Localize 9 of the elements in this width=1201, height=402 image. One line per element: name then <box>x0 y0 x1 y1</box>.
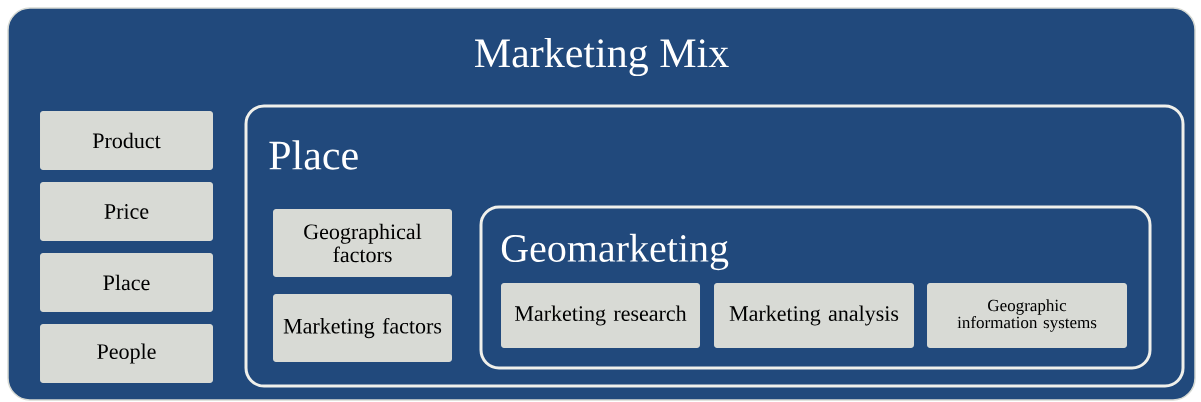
label-box: Geographical factors <box>273 209 452 277</box>
label-box: Product <box>40 111 213 170</box>
label-box: People <box>40 324 213 383</box>
label-box: Place <box>40 253 213 312</box>
label-box: Marketing analysis <box>714 283 914 348</box>
label-box: Marketing factors <box>273 294 452 362</box>
label-box: Price <box>40 182 213 241</box>
label-box: Geographic information systems <box>927 283 1127 348</box>
label-box: Marketing research <box>501 283 700 348</box>
